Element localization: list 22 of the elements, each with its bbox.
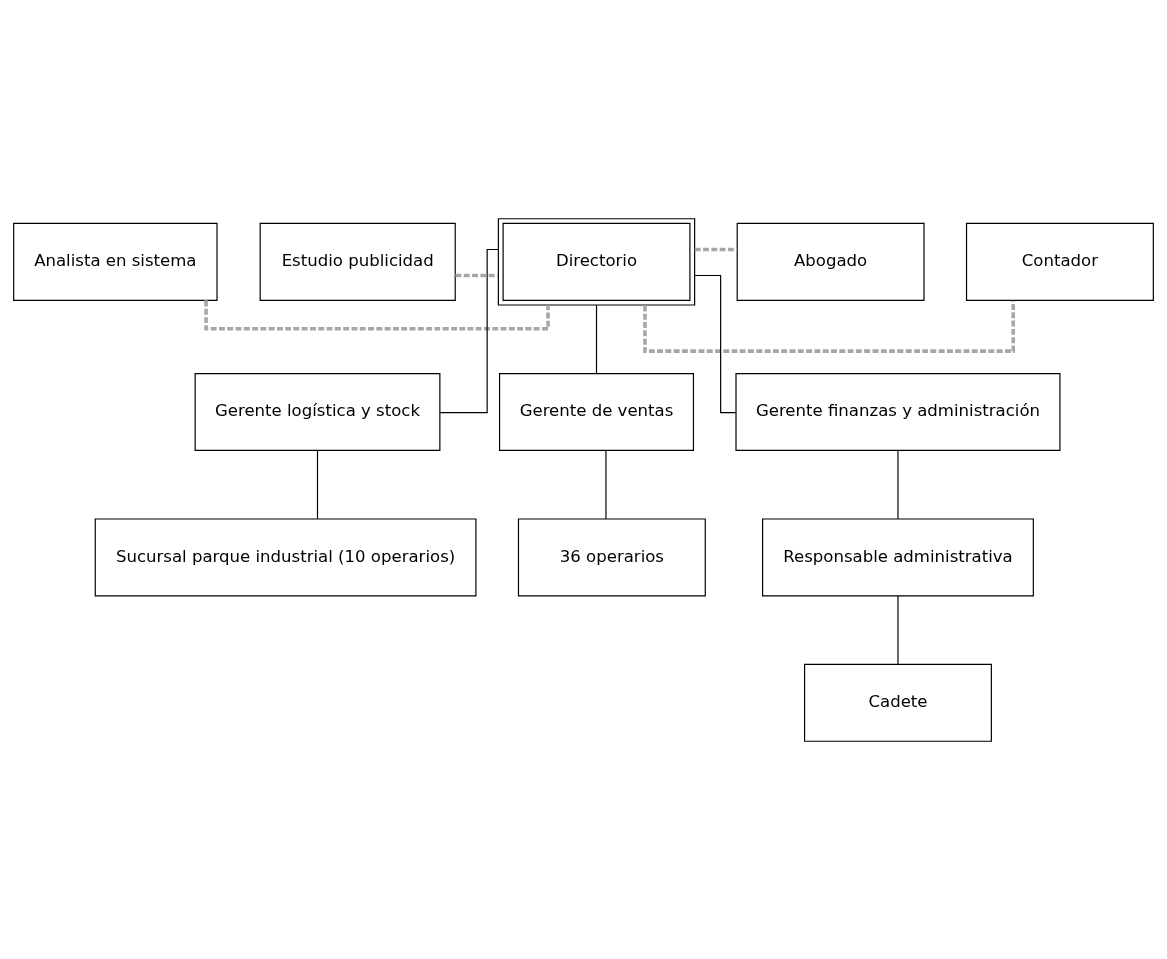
connector [643, 300, 1015, 353]
connector [897, 449, 899, 519]
node-box: Gerente de ventas [498, 372, 695, 451]
node-box: Abogado [736, 222, 925, 301]
connector [455, 273, 499, 277]
connector [595, 304, 598, 374]
connector [694, 247, 738, 251]
node-box: Analista en sistema [13, 222, 218, 301]
node-box: Gerente logística y stock [194, 372, 441, 451]
node-box: Directorio [497, 217, 696, 306]
connector [204, 299, 550, 330]
connector [316, 449, 319, 519]
node-box: Sucursal parque industrial (10 operarios) [94, 517, 477, 596]
connector [897, 594, 899, 665]
connector [605, 449, 607, 519]
connector [439, 248, 499, 413]
node-box: Gerente finanzas y administración [735, 372, 1061, 451]
node-box: Contador [965, 222, 1154, 301]
node-box: Cadete [804, 663, 992, 742]
node-box: Responsable administrativa [762, 517, 1034, 596]
node-box: 36 operarios [517, 517, 706, 596]
node-box: Estudio publicidad [259, 222, 456, 301]
